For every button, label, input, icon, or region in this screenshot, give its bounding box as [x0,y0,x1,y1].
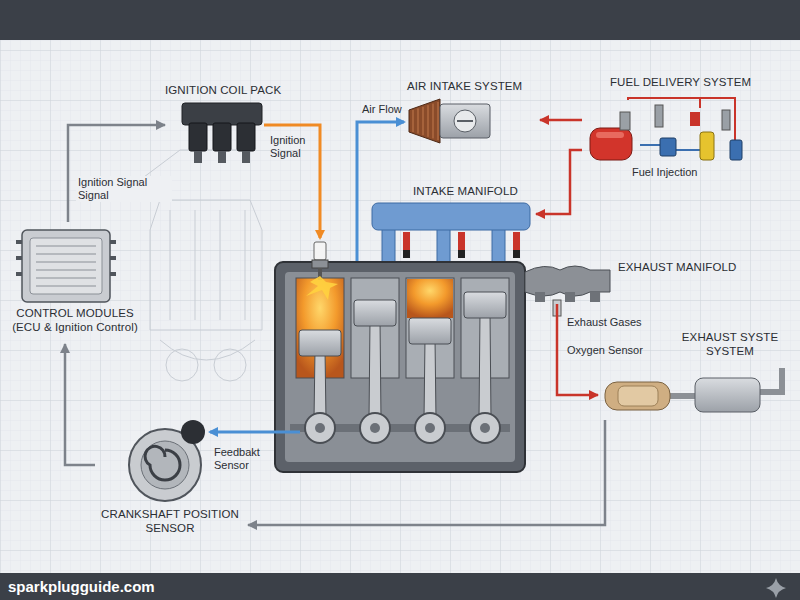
fuel-delivery-system: FUEL DELIVERY SYSTEM [582,72,754,180]
connector-arrow [68,125,165,222]
signal-label: Ignition Signal Signal [76,176,172,202]
node-heading: EXHAUST SYSTE SYSTEM [675,330,785,358]
intake-manifold: INTAKE MANIFOLD [368,182,536,235]
signal-label: Ignition Signal [270,134,316,160]
exhaust-system: EXHAUST SYSTE SYSTEM [598,328,793,420]
node-heading: CONTROL MODULES (ECU & Ignition Control) [5,306,145,334]
connector-arrow [248,420,605,525]
crankshaft-position-sensor: CRANKSHAFT POSITION SENSOR [95,412,248,544]
flow-label: Fuel Injection [632,166,697,179]
connector-arrow [536,150,582,214]
node-heading: CRANKSHAFT POSITION SENSOR [95,507,245,535]
node-heading: INTAKE MANIFOLD [413,184,518,198]
watermark: sparkplugguide.com [8,578,155,596]
exhaust-manifold: EXHAUST MANIFOLD [520,256,742,304]
part-label: Exhaust Gases [567,316,642,329]
node-heading: AIR INTAKE SYSTEM [407,79,522,93]
air-intake-system: AIR INTAKE SYSTEM [405,76,540,144]
connector-arrow [65,344,95,465]
flow-label: Air Flow [362,103,402,116]
node-heading: FUEL DELIVERY SYSTEM [610,75,751,89]
control-module: CONTROL MODULES (ECU & Ignition Control) [5,222,148,344]
sensor-label: Oxygen Sensor [567,344,643,357]
sensor-label: Feedbakt Sensor [214,446,270,472]
node-heading: IGNITION COIL PACK [165,83,281,97]
connector-arrow [540,119,582,122]
node-heading: EXHAUST MANIFOLD [618,260,736,274]
